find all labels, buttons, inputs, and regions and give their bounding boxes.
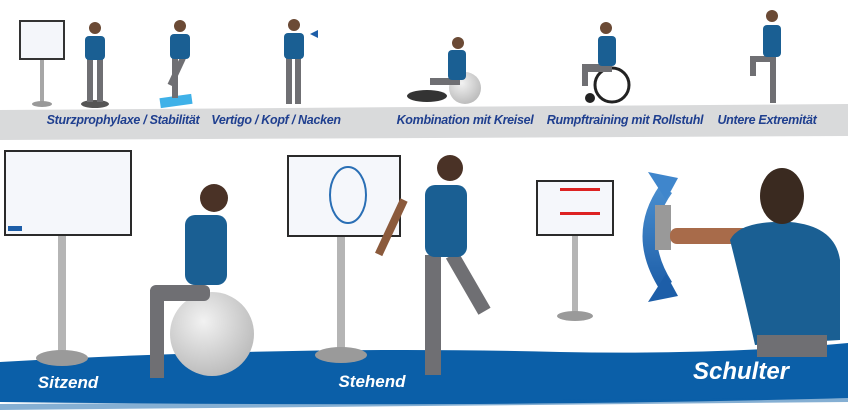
label-schulter: Schulter (692, 358, 790, 385)
label-untere-extremitaet: Untere Extremität (717, 113, 817, 127)
label-stehend: Stehend (338, 372, 406, 391)
monitor-stehend (287, 155, 401, 363)
figure-stabilitaet (159, 20, 193, 109)
label-rumpftraining: Rumpftraining mit Rollstuhl (546, 113, 704, 127)
figure-sturzprophylaxe (81, 22, 109, 108)
monitor-schulter (536, 180, 614, 321)
figure-schulter (655, 168, 840, 357)
figure-stehend (375, 155, 491, 375)
label-sitzend: Sitzend (37, 373, 99, 392)
monitor-small (19, 20, 65, 107)
figure-vertigo (284, 19, 318, 104)
figure-rollstuhl (582, 22, 631, 104)
shoulder-rotation-arrow-icon (642, 172, 678, 302)
top-label-band (0, 104, 848, 140)
label-kombination: Kombination mit Kreisel (396, 113, 534, 127)
label-sturzprophylaxe: Sturzprophylaxe / Stabilität (46, 113, 200, 127)
figure-sitzend (150, 184, 254, 378)
label-vertigo: Vertigo / Kopf / Nacken (211, 113, 341, 127)
figure-untere-extremitaet (750, 10, 781, 103)
monitor-sitzend (4, 150, 132, 366)
figure-kreisel (407, 37, 481, 104)
